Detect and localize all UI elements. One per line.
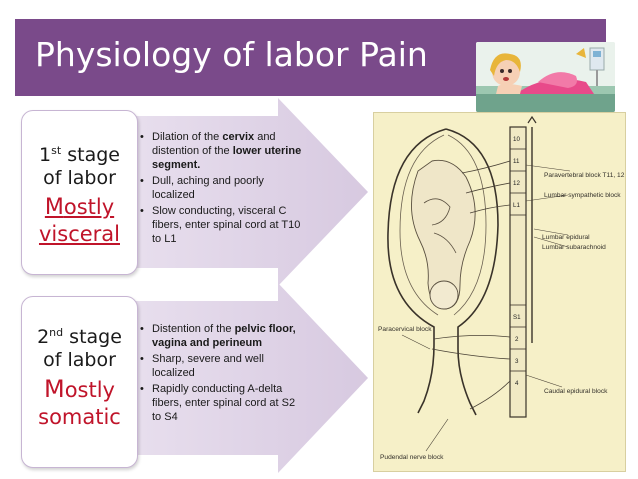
- stage-2-heading: 2nd stage: [37, 326, 122, 348]
- segment-label: S1: [513, 314, 521, 321]
- bullet-item: Sharp, severe and well localized: [139, 352, 307, 380]
- bullet-item: Rapidly conducting A-delta fibers, enter…: [139, 382, 307, 424]
- label-caudal-epidural-block: Caudal epidural block: [544, 388, 608, 395]
- label-paravertebral-block: Paravertebral block T11, 12: [544, 172, 625, 179]
- segment-label: 10: [513, 136, 520, 143]
- segment-label: 11: [513, 158, 520, 165]
- segment-label: 2: [515, 336, 519, 343]
- stage-1-of-labor: of labor: [43, 167, 116, 189]
- segment-label: 12: [513, 180, 520, 187]
- bullet-item: Distention of the pelvic floor, vagina a…: [139, 322, 307, 350]
- page-title: Physiology of labor Pain: [35, 35, 428, 74]
- stage-2-bullets: Distention of the pelvic floor, vagina a…: [139, 322, 307, 426]
- labor-pain-pathway-diagram: 10 11 12 L1 S1 2 3 4 Paravertebral block…: [373, 112, 626, 472]
- stage-2-of-labor: of labor: [43, 349, 116, 371]
- label-pudendal-nerve-block: Pudendal nerve block: [380, 454, 444, 461]
- bullet-item: Dull, aching and poorly localized: [139, 174, 307, 202]
- bullet-item: Dilation of the cervix and distention of…: [139, 130, 307, 172]
- segment-label: L1: [513, 202, 520, 209]
- stage-2-box: 2nd stage of labor Mostly somatic: [21, 296, 138, 468]
- title-bar: Physiology of labor Pain: [15, 19, 615, 112]
- stage-1-box: 1st stage of labor Mostly visceral: [21, 110, 138, 275]
- segment-label: 4: [515, 380, 519, 387]
- stage-2-type: somatic: [38, 405, 121, 429]
- label-lumbar-epidural: Lumbar epidural: [542, 234, 590, 241]
- bullet-item: Slow conducting, visceral C fibers, ente…: [139, 204, 307, 246]
- stage-1-bullets: Dilation of the cervix and distention of…: [139, 130, 307, 248]
- label-lumbar-subarachnoid: Lumbar subarachnoid: [542, 244, 606, 251]
- stage-1-heading: 1st stage: [39, 144, 120, 166]
- segment-label: 3: [515, 358, 519, 365]
- label-paracervical-block: Paracervical block: [378, 326, 432, 333]
- stage-1-mostly: Mostly: [44, 195, 115, 220]
- stage-2-mostly: Mostly: [43, 375, 115, 403]
- woman-in-labor-illustration: [476, 42, 615, 112]
- label-lumbar-sympathetic-block: Lumbar sympathetic block: [544, 192, 621, 199]
- stage-1-type: visceral: [38, 222, 120, 246]
